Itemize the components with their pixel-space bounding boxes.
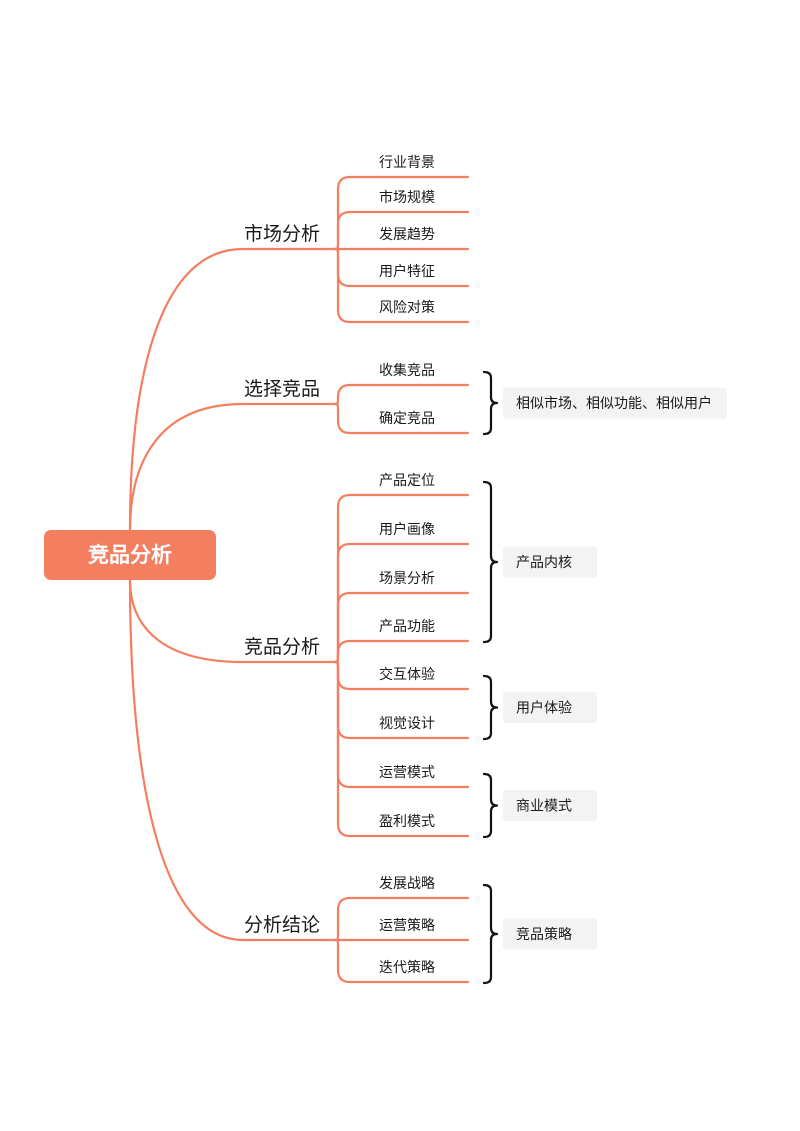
branch-4-item-3-connector <box>333 938 470 984</box>
branch-4-item-2: 运营策略 <box>379 917 435 934</box>
branch-4-item-3: 迭代策略 <box>379 959 435 976</box>
branch-1-item-5: 风险对策 <box>379 299 435 316</box>
branch-3-label: 竞品分析 <box>244 636 320 658</box>
branch-1-item-2: 市场规模 <box>379 189 435 206</box>
branch-2-item-2: 确定竞品 <box>379 410 435 427</box>
branch-4-connector <box>128 578 245 942</box>
branch-3-group-1-bracket <box>482 480 499 644</box>
root-node <box>44 530 216 580</box>
branch-1-item-3: 发展趋势 <box>379 227 435 243</box>
branch-3-group-3-bracket <box>482 772 499 839</box>
branch-3-group-1-box <box>503 546 597 578</box>
branch-3-item-4: 产品功能 <box>379 619 435 635</box>
branch-3-item-7: 运营模式 <box>379 765 435 781</box>
branch-1-item-4: 用户特征 <box>379 263 435 280</box>
branch-3-item-1: 产品定位 <box>379 473 435 489</box>
branch-1-label: 市场分析 <box>244 223 320 245</box>
branch-2-group-1-bracket <box>482 370 499 436</box>
branch-3-group-2-box <box>503 692 597 723</box>
branch-3-item-5: 交互体验 <box>379 666 435 683</box>
branch-3-group-2-bracket <box>482 674 499 741</box>
branch-2-label: 选择竞品 <box>244 378 320 400</box>
branch-3-item-3: 场景分析 <box>379 571 435 587</box>
root-label: 竞品分析 <box>88 543 172 567</box>
branch-3-group-3-box <box>503 790 597 821</box>
branch-4-group-1-label: 竞品策略 <box>516 926 572 943</box>
branch-1-item-1: 行业背景 <box>379 155 435 171</box>
branch-3-item-6: 视觉设计 <box>379 716 435 732</box>
branch-1-connector <box>128 247 245 532</box>
branch-3-connector <box>128 578 245 664</box>
branch-3-item-4-connector <box>333 639 470 664</box>
branch-3-group-2-label: 用户体验 <box>516 700 572 717</box>
branch-2-item-1-connector <box>333 383 470 406</box>
branch-4-item-1: 发展战略 <box>379 876 435 892</box>
branch-2-connector <box>128 402 245 532</box>
branch-2-group-1-label: 相似市场、相似功能、相似用户 <box>516 395 712 412</box>
branch-1-item-5-connector <box>333 247 470 324</box>
branch-2-group-1-box <box>503 387 727 419</box>
branch-2-item-1: 收集竞品 <box>379 362 435 379</box>
branch-4-group-1-bracket <box>482 883 499 985</box>
branch-3-item-8-connector <box>333 660 470 838</box>
branch-3-group-3-label: 商业模式 <box>516 799 572 815</box>
branch-4-label: 分析结论 <box>244 914 320 936</box>
branch-3-item-2: 用户画像 <box>379 521 435 538</box>
connector-lines <box>128 175 499 985</box>
branch-4-group-1-box <box>503 918 597 950</box>
branch-3-group-1-label: 产品内核 <box>516 555 572 571</box>
branch-3-item-2-connector <box>333 542 470 664</box>
branch-2-item-2-connector <box>333 402 470 435</box>
branch-3-item-8: 盈利模式 <box>379 814 435 830</box>
